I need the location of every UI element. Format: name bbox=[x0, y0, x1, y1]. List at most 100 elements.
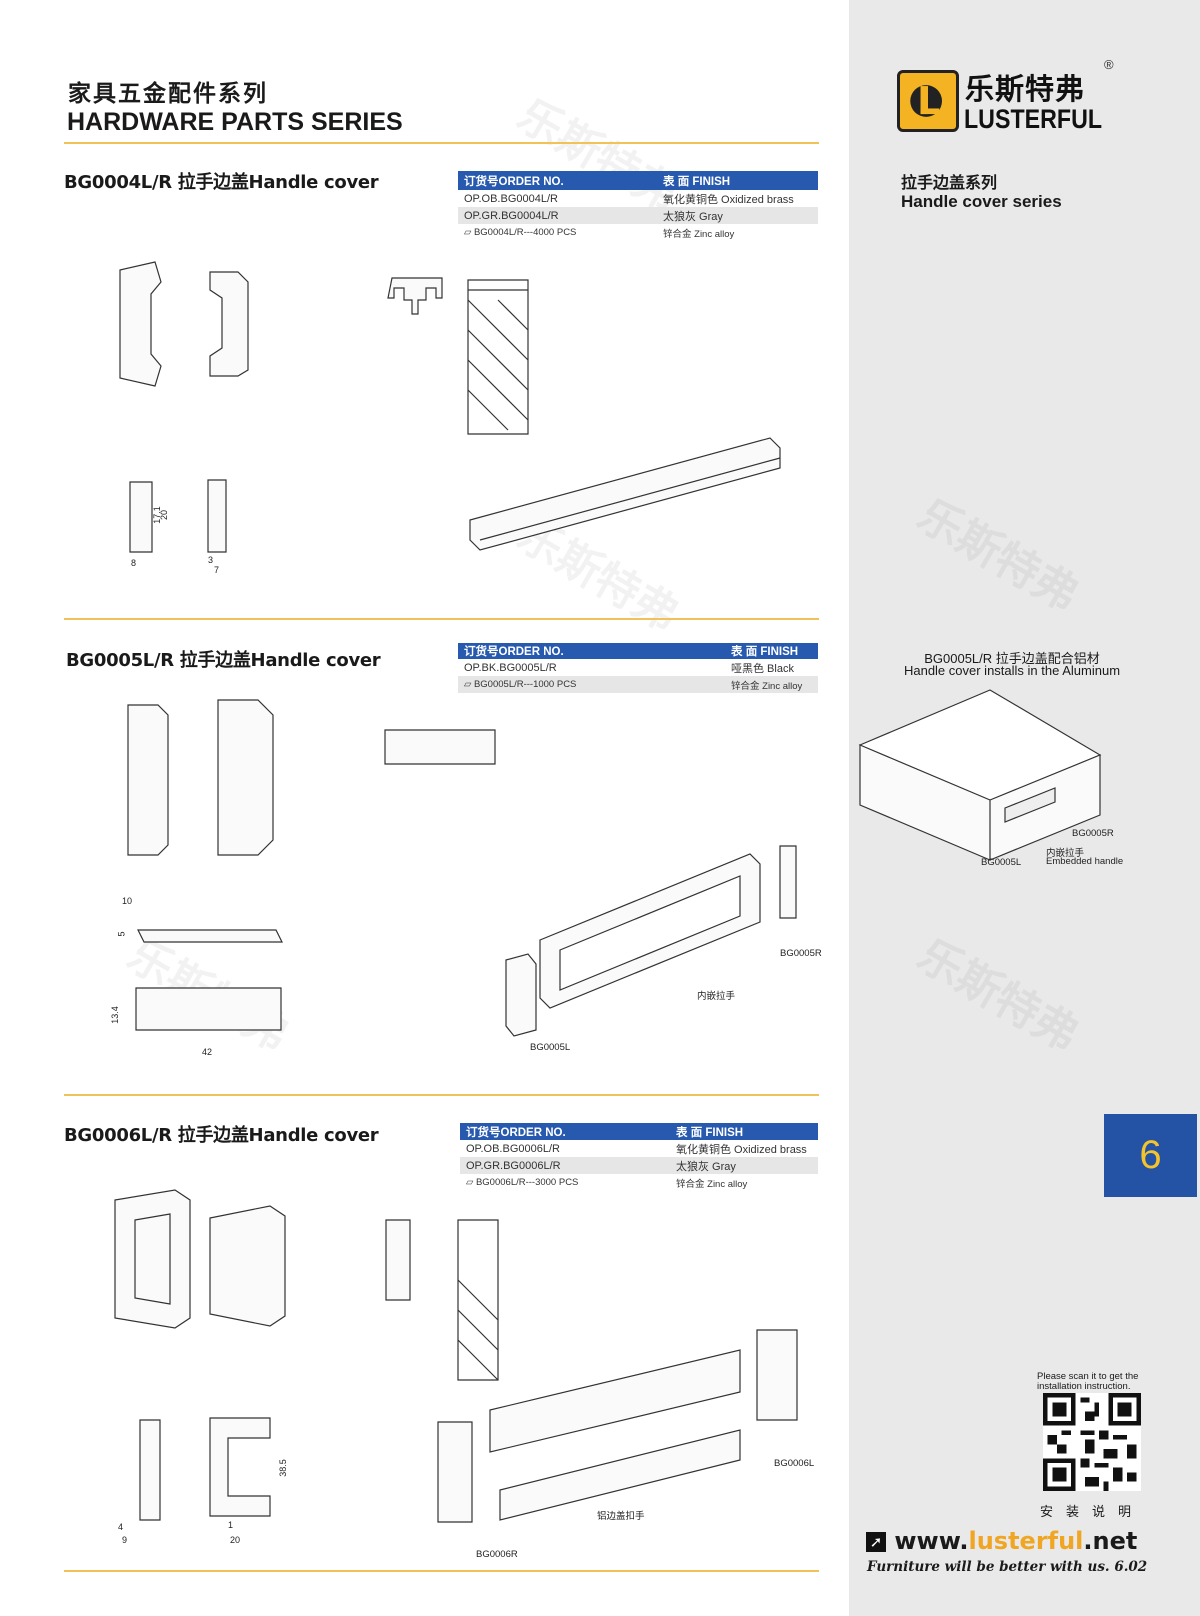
finish-col-header: 表 面 FINISH bbox=[676, 1126, 744, 1139]
bg0005-cover-back bbox=[217, 699, 274, 856]
install-caption-cn: BG0005L/R 拉手边盖配合铝材 bbox=[924, 651, 1100, 666]
table-row: OP.OB.BG0006L/R 氧化黄铜色 Oxidized brass bbox=[460, 1140, 818, 1157]
bg0006-cover-front bbox=[114, 1189, 191, 1329]
brand-name-cn: 乐斯特弗 bbox=[965, 72, 1086, 106]
box-icon: ▱ bbox=[464, 227, 474, 238]
bg0004-cover-side bbox=[209, 271, 249, 377]
dim-label: 13.4 bbox=[109, 1006, 120, 1024]
table-row: ▱ BG0006L/R---3000 PCS 锌合金 Zinc alloy bbox=[460, 1174, 818, 1191]
bg0005r-cover bbox=[779, 845, 797, 919]
box-icon: ▱ bbox=[464, 679, 474, 690]
table-header: 订货号ORDER NO. 表 面 FINISH bbox=[460, 1123, 818, 1140]
header-rule bbox=[64, 142, 819, 144]
order-table: 订货号ORDER NO. 表 面 FINISH OP.BK.BG0005L/R … bbox=[458, 643, 818, 693]
table-row: OP.GR.BG0004L/R 太狼灰 Gray bbox=[458, 207, 818, 224]
table-row: OP.OB.BG0004L/R 氧化黄铜色 Oxidized brass bbox=[458, 190, 818, 207]
section-title: BG0006L/R 拉手边盖Handle cover bbox=[64, 1125, 379, 1146]
table-header: 订货号ORDER NO. 表 面 FINISH bbox=[458, 171, 818, 190]
qr-caption: 安装说明 bbox=[1040, 1505, 1145, 1520]
bg0006l-cover bbox=[756, 1329, 798, 1421]
dim-label: 42 bbox=[202, 1047, 213, 1057]
finish-col-header: 表 面 FINISH bbox=[731, 646, 799, 658]
package-qty: ▱ BG0006L/R---3000 PCS bbox=[466, 1177, 579, 1188]
section-rule bbox=[64, 1570, 819, 1572]
bg0005-embedded-handle bbox=[539, 853, 761, 1009]
finish: 氧化黄铜色 Oxidized brass bbox=[676, 1143, 807, 1156]
finish-col-header: 表 面 FINISH bbox=[663, 175, 731, 188]
finish: 锌合金 Zinc alloy bbox=[663, 228, 735, 240]
section-rule bbox=[64, 1094, 819, 1096]
bg0005-profile-section bbox=[384, 729, 496, 765]
install-label: BG0005R bbox=[1072, 828, 1114, 839]
order-table: 订货号ORDER NO. 表 面 FINISH OP.OB.BG0006L/R … bbox=[460, 1123, 818, 1191]
watermark: 乐斯特弗 bbox=[119, 929, 297, 1062]
bg0006-dim-front bbox=[209, 1417, 271, 1517]
dim-label: 4 bbox=[118, 1522, 124, 1532]
finish: 锌合金 Zinc alloy bbox=[676, 1178, 748, 1190]
section-title: BG0005L/R 拉手边盖Handle cover bbox=[66, 650, 381, 671]
registered-mark: ® bbox=[1104, 57, 1114, 72]
dim-label: 20 bbox=[159, 509, 170, 521]
website-link[interactable]: ➚ www.lusterful.net bbox=[866, 1527, 1137, 1555]
part-label: 内嵌拉手 bbox=[697, 991, 736, 1002]
arrow-icon: ➚ bbox=[866, 1532, 886, 1552]
brand-name-en: LUSTERFUL bbox=[964, 104, 1103, 134]
dim-label: 20 bbox=[230, 1535, 241, 1545]
finish: 太狼灰 Gray bbox=[676, 1160, 736, 1173]
bg0006-profile-section bbox=[385, 1219, 411, 1301]
table-header: 订货号ORDER NO. 表 面 FINISH bbox=[458, 643, 818, 659]
part-label: BG0005L bbox=[530, 1042, 571, 1053]
bg0006r-cover bbox=[437, 1421, 473, 1523]
dim-label: 9 bbox=[122, 1535, 128, 1545]
finish: 太狼灰 Gray bbox=[663, 210, 723, 223]
bg0004-dim-side bbox=[207, 479, 227, 553]
install-label: 内嵌拉手 bbox=[1046, 848, 1085, 859]
order-no: OP.GR.BG0004L/R bbox=[464, 209, 559, 222]
install-caption-en: Handle cover installs in the Aluminum bbox=[903, 663, 1121, 678]
part-label: BG0005R bbox=[780, 948, 822, 959]
table-row: OP.BK.BG0005L/R 哑黑色 Black bbox=[458, 659, 818, 676]
series-title-cn: 拉手边盖系列 bbox=[901, 173, 998, 192]
bg0006-dim-side bbox=[139, 1419, 161, 1521]
dim-label: 3 bbox=[208, 555, 214, 565]
bg0006-profile-3d bbox=[489, 1349, 741, 1453]
table-row: ▱ BG0005L/R---1000 PCS 锌合金 Zinc alloy bbox=[458, 676, 818, 693]
finish: 哑黑色 Black bbox=[731, 662, 794, 675]
order-no: OP.BK.BG0005L/R bbox=[464, 661, 557, 674]
table-row: ▱ BG0004L/R---4000 PCS 锌合金 Zinc alloy bbox=[458, 224, 818, 241]
series-title-en: Handle cover series bbox=[901, 192, 1062, 211]
part-label: 铝边盖扣手 bbox=[597, 1511, 645, 1522]
package-qty: ▱ BG0004L/R---4000 PCS bbox=[464, 227, 577, 238]
section-title: BG0004L/R 拉手边盖Handle cover bbox=[64, 172, 379, 193]
page-title-en: HARDWARE PARTS SERIES bbox=[67, 108, 403, 136]
watermark: 乐斯特弗 bbox=[509, 509, 687, 642]
qr-code-icon[interactable] bbox=[1043, 1393, 1141, 1491]
brand-logo-icon bbox=[897, 70, 959, 132]
bg0004-dim-front bbox=[129, 481, 153, 553]
finish: 锌合金 Zinc alloy bbox=[731, 680, 803, 692]
dim-label: 7 bbox=[214, 565, 220, 575]
bg0005l-cover bbox=[505, 953, 537, 1037]
package-qty: ▱ BG0005L/R---1000 PCS bbox=[464, 679, 577, 690]
install-label: Embedded handle bbox=[1046, 856, 1124, 867]
order-no: OP.OB.BG0004L/R bbox=[464, 192, 558, 205]
bg0005-cover-front bbox=[127, 704, 169, 856]
page-number-badge: 6 bbox=[1104, 1114, 1197, 1197]
order-col-header: 订货号ORDER NO. bbox=[466, 1126, 566, 1139]
table-row: OP.GR.BG0006L/R 太狼灰 Gray bbox=[460, 1157, 818, 1174]
box-icon: ▱ bbox=[466, 1177, 476, 1188]
dim-label: 38.5 bbox=[277, 1459, 288, 1477]
order-no: OP.OB.BG0006L/R bbox=[466, 1142, 560, 1155]
install-label: BG0005L bbox=[981, 857, 1022, 868]
bg0004-profile-section bbox=[387, 277, 443, 315]
qr-note: Please scan it to get the installation i… bbox=[1037, 1371, 1139, 1392]
dim-label: 1 bbox=[228, 1520, 234, 1530]
order-no: OP.GR.BG0006L/R bbox=[466, 1159, 561, 1172]
dim-label: 8 bbox=[131, 558, 137, 568]
finish: 氧化黄铜色 Oxidized brass bbox=[663, 193, 794, 206]
order-col-header: 订货号ORDER NO. bbox=[464, 175, 564, 188]
bg0004-profile-3d bbox=[469, 437, 781, 551]
dim-label: 5 bbox=[116, 931, 127, 937]
part-label: BG0006L bbox=[774, 1458, 815, 1469]
slogan: Furniture will be better with us. 6.02 bbox=[867, 1559, 1148, 1575]
